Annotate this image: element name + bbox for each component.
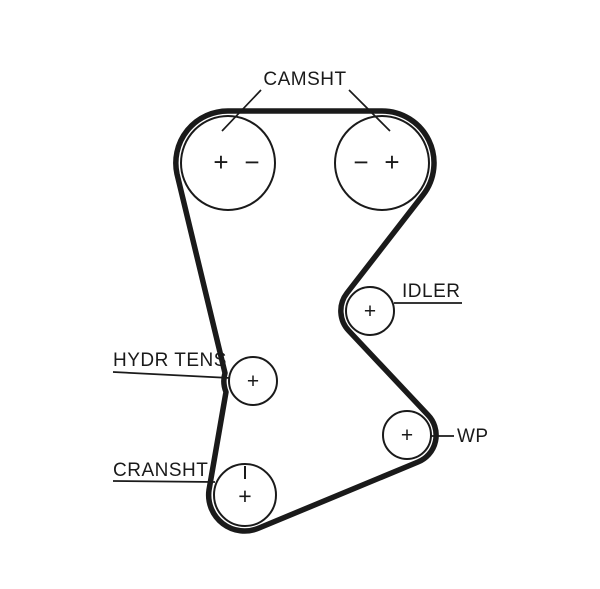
crankshaft-plus-mark: + — [238, 483, 251, 509]
idler-label: IDLER — [402, 281, 460, 302]
water-pump-plus-mark: + — [401, 424, 413, 447]
hydraulic-tensioner-leader — [112, 371, 231, 379]
crankshaft-pulley — [213, 463, 277, 527]
water-pump-pulley — [382, 410, 432, 460]
camshaft-left-pulley — [180, 115, 276, 211]
camshaft-label: CAMSHT — [263, 69, 346, 90]
water-pump-label: WP — [457, 426, 489, 447]
timing-belt — [173, 108, 439, 534]
camshaft-right-plus-mark: + — [384, 147, 399, 177]
idler-plus-mark: + — [364, 300, 376, 323]
camshaft-right-pulley — [334, 115, 430, 211]
camshaft-left-minus-mark: − — [244, 147, 259, 177]
idler-pulley — [345, 286, 395, 336]
crankshaft-leader — [112, 480, 216, 483]
crankshaft-label: CRANSHT — [113, 460, 208, 481]
camshaft-right-minus-mark: − — [353, 147, 368, 177]
tensioner-plus-mark: + — [247, 370, 259, 393]
hydraulic-tensioner-pulley — [228, 356, 278, 406]
camshaft-left-plus-mark: + — [213, 147, 228, 177]
camshaft-leader-left — [221, 89, 262, 132]
camshaft-leader-right — [348, 89, 391, 132]
hydraulic-tensioner-label: HYDR TENS — [113, 350, 227, 371]
